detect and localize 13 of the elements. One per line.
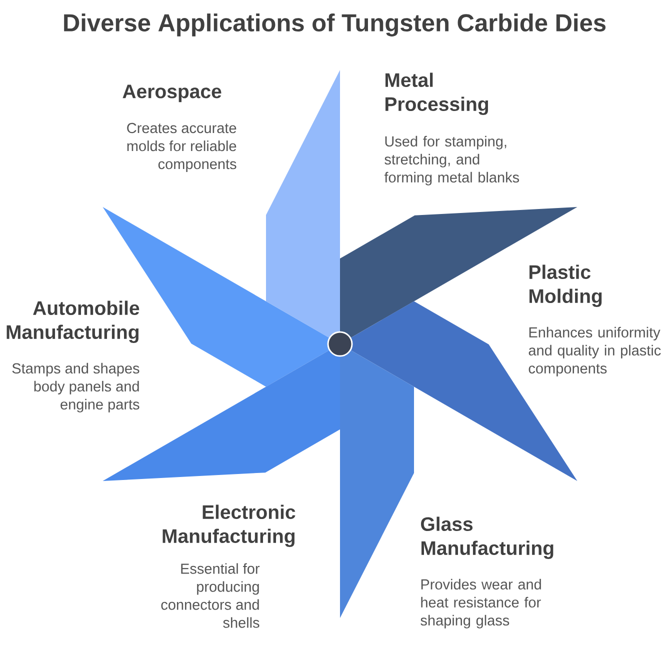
description: Used for stamping, stretching, and forming metal blanks — [384, 136, 520, 186]
heading: Automobile Manufacturing — [6, 300, 140, 343]
description: Provides wear and heat resistance for shaping glass — [420, 578, 541, 628]
heading: Metal Processing — [386, 72, 488, 115]
heading: Electronic Manufacturing — [162, 504, 296, 547]
heading: Glass Manufacturing — [421, 516, 554, 559]
heading: Plastic Molding — [530, 264, 602, 307]
description: Creates accurate molds for reliable components — [127, 122, 236, 172]
heading: Aerospace — [122, 84, 222, 102]
description: Essential for producing connectors and shells — [161, 563, 260, 628]
description: Enhances uniformity and quality in plastic components — [528, 326, 661, 376]
description: Stamps and shapes body panels and engine parts — [12, 362, 140, 412]
title: Diverse Applications of Tungsten Carbide Dies — [64, 14, 606, 36]
